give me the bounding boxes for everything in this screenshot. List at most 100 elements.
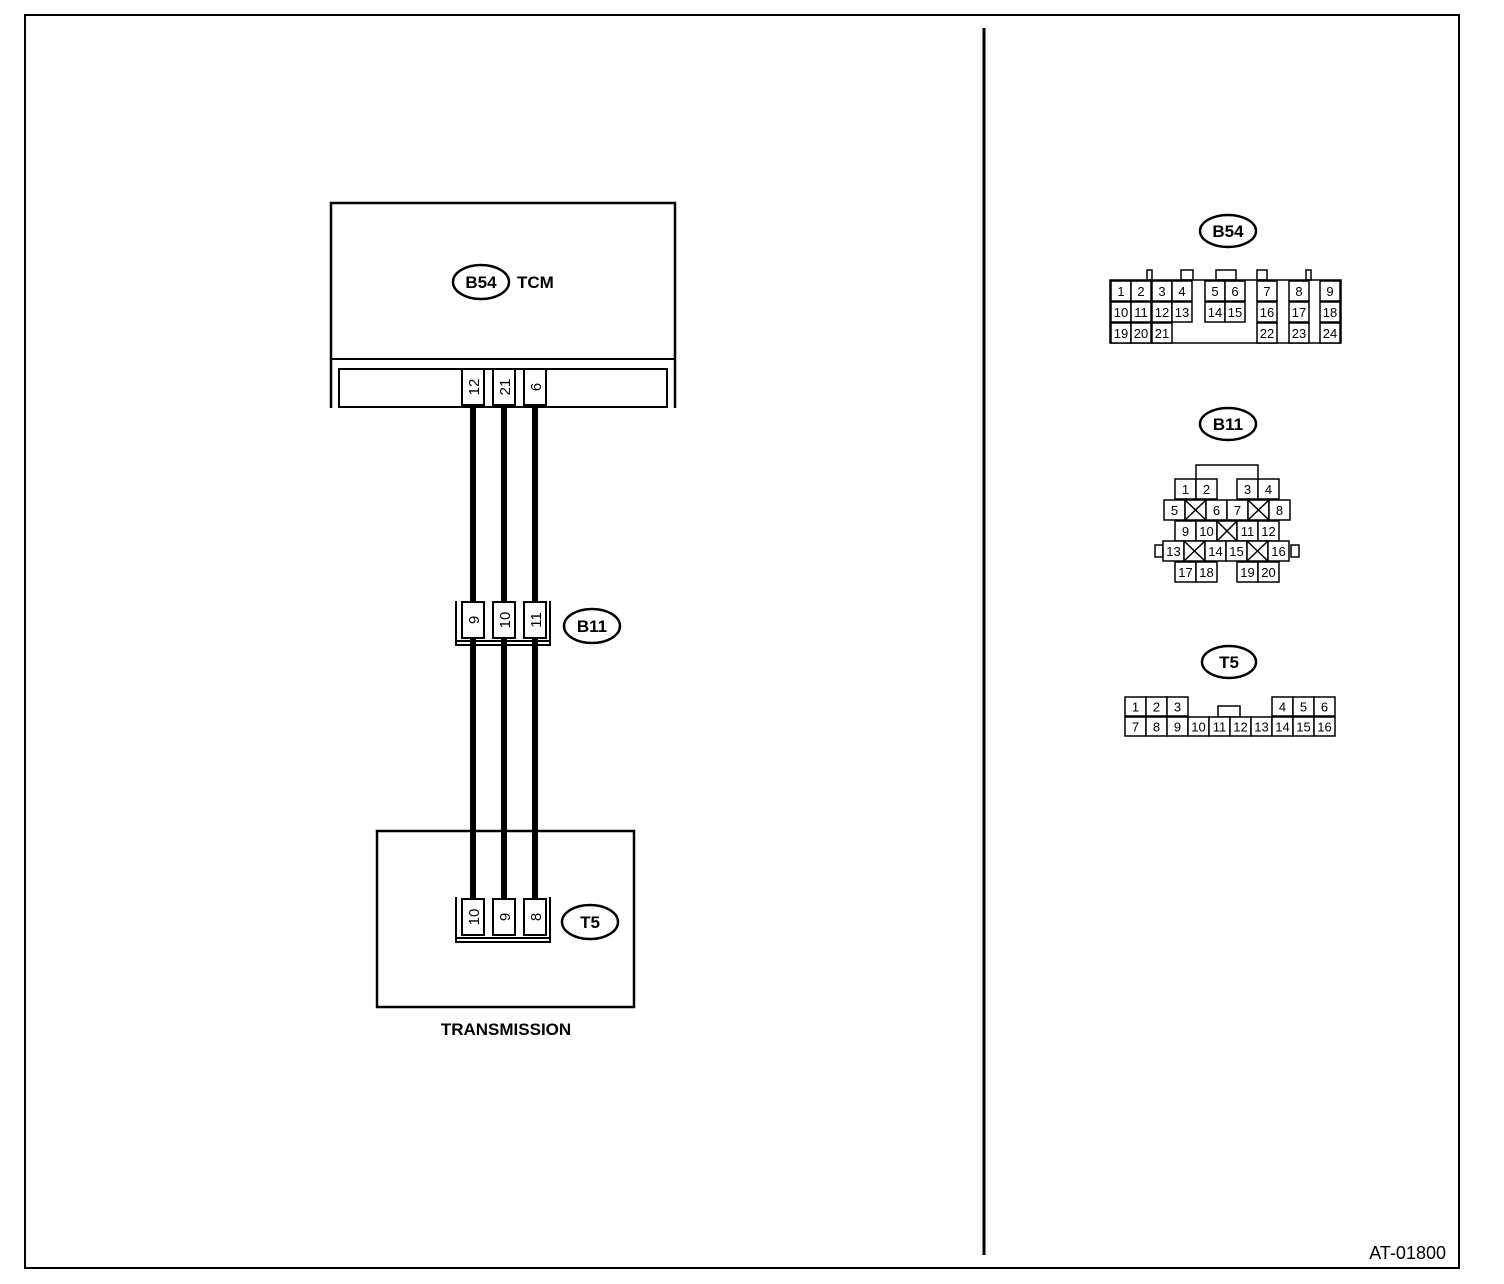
b11-pin-label: 11 [528, 612, 545, 628]
connector-cavity [1257, 561, 1280, 583]
connector-cavity [1319, 322, 1341, 344]
b54-pin-label: 21 [1155, 326, 1169, 341]
t5-pin-label: 1 [1132, 700, 1139, 715]
b11-pin-label: 4 [1265, 482, 1272, 497]
b11-view-tag-label: B11 [1213, 415, 1243, 434]
b11-inline-connector: 9 10 11 B11 [455, 601, 622, 646]
tcm-pin-cells: 12 21 6 [461, 368, 547, 406]
b54-pin-label: 15 [1228, 305, 1242, 320]
b11-pin-label: 11 [1241, 524, 1255, 539]
connector-cavity [1256, 301, 1278, 323]
b11-pin-label: 3 [1244, 482, 1251, 497]
b54-pin-label: 22 [1260, 326, 1274, 341]
b11-pin-label: 12 [1261, 524, 1275, 539]
t5-tag-label: T5 [580, 913, 600, 932]
b11-pin-label: 2 [1203, 482, 1210, 497]
b11-pin-label: 8 [1276, 503, 1283, 518]
b11-pin-label: 17 [1178, 565, 1192, 580]
b11-view-tag [1198, 406, 1258, 442]
t5-pin-label: 3 [1174, 700, 1181, 715]
tcm-label: TCM [517, 273, 554, 292]
b54-pin-label: 8 [1295, 284, 1302, 299]
connector-cavity [1319, 280, 1341, 302]
b11-pin-label: 18 [1199, 565, 1213, 580]
connector-cavity [1288, 322, 1310, 344]
b54-view-tag [1198, 213, 1258, 249]
t5-pin-label: 16 [1317, 720, 1331, 735]
b11-pin-label: 15 [1229, 544, 1243, 559]
connector-cavity [1288, 280, 1310, 302]
connector-cavity [1268, 499, 1291, 521]
b54-pin-label: 11 [1134, 305, 1148, 320]
t5-pin-label: 12 [1233, 720, 1247, 735]
blocked-cavity-mark [1183, 540, 1206, 562]
connector-cavity [1130, 301, 1152, 323]
t5-view-tag-label: T5 [1219, 653, 1239, 672]
connector-cavity [1130, 322, 1152, 344]
figure-id: AT-01800 [1369, 1243, 1446, 1263]
tcm-pin-label: 6 [528, 383, 545, 391]
t5-pin-label: 9 [1174, 720, 1181, 735]
b54-pin-label: 23 [1292, 326, 1306, 341]
connector-cavity [1256, 322, 1278, 344]
b11-tag [562, 607, 622, 645]
b11-pin-label: 16 [1271, 544, 1285, 559]
connector-cavity [1130, 280, 1152, 302]
figure-frame [24, 14, 1460, 1269]
blocked-cavity-mark [1247, 499, 1270, 521]
b11-tag-label: B11 [577, 617, 607, 636]
t5-pin-label: 11 [1213, 720, 1227, 735]
t5-pin-label: 8 [1153, 720, 1160, 735]
blocked-cavity-mark [1184, 499, 1207, 521]
t5-pin-label: 6 [1321, 700, 1328, 715]
t5-pin-label: 10 [1191, 720, 1205, 735]
b11-pin-label: 9 [466, 616, 483, 624]
b54-tag-label: B54 [465, 273, 497, 292]
t5-pin-label: 2 [1153, 700, 1160, 715]
b54-pin-label: 19 [1114, 326, 1128, 341]
b54-pin-label: 18 [1323, 305, 1337, 320]
t5-pin-label: 14 [1275, 720, 1289, 735]
connector-cavity [1313, 696, 1336, 717]
b54-view-tag-label: B54 [1212, 222, 1244, 241]
b11-pin-label: 9 [1182, 524, 1189, 539]
t5-pin-label: 9 [497, 913, 514, 921]
connector-cavity [1224, 301, 1246, 323]
connector-cavity [1171, 301, 1193, 323]
blocked-cavity-mark [1216, 520, 1238, 542]
transmission-unit: 10 9 8 T5 [375, 829, 636, 1009]
tcm-pin-label: 21 [497, 379, 514, 396]
b54-pin-label: 10 [1114, 305, 1128, 320]
t5-pin-label: 10 [466, 909, 483, 926]
connector-cavity [1288, 301, 1310, 323]
t5-view-tag [1200, 644, 1258, 680]
b11-pin-label: 20 [1261, 565, 1275, 580]
t5-pin-label: 5 [1300, 700, 1307, 715]
b11-pin-label: 5 [1171, 503, 1178, 518]
connector-cavity [1319, 301, 1341, 323]
t5-pin-label: 8 [528, 913, 545, 921]
connector-cavity [1195, 478, 1218, 500]
b54-pin-label: 2 [1137, 284, 1144, 299]
b54-pin-label: 1 [1117, 284, 1124, 299]
connector-cavity [1256, 280, 1278, 302]
connector-cavity [1257, 478, 1280, 500]
connector-cavity [1166, 696, 1189, 717]
b54-pin-label: 13 [1175, 305, 1189, 320]
t5-pin-label: 15 [1296, 720, 1310, 735]
b11-pin-label: 6 [1213, 503, 1220, 518]
b54-pin-label: 24 [1323, 326, 1337, 341]
b11-pin-label: 7 [1234, 503, 1241, 518]
b54-pin-label: 6 [1231, 284, 1238, 299]
b11-pin-label: 14 [1208, 544, 1222, 559]
b11-pin-label: 19 [1240, 565, 1254, 580]
b54-tag [451, 263, 511, 301]
b54-pin-label: 16 [1260, 305, 1274, 320]
t5-tag [560, 903, 620, 941]
b54-pin-label: 12 [1155, 305, 1169, 320]
harness-wires [470, 407, 538, 903]
blocked-cavity-mark [1246, 540, 1269, 562]
